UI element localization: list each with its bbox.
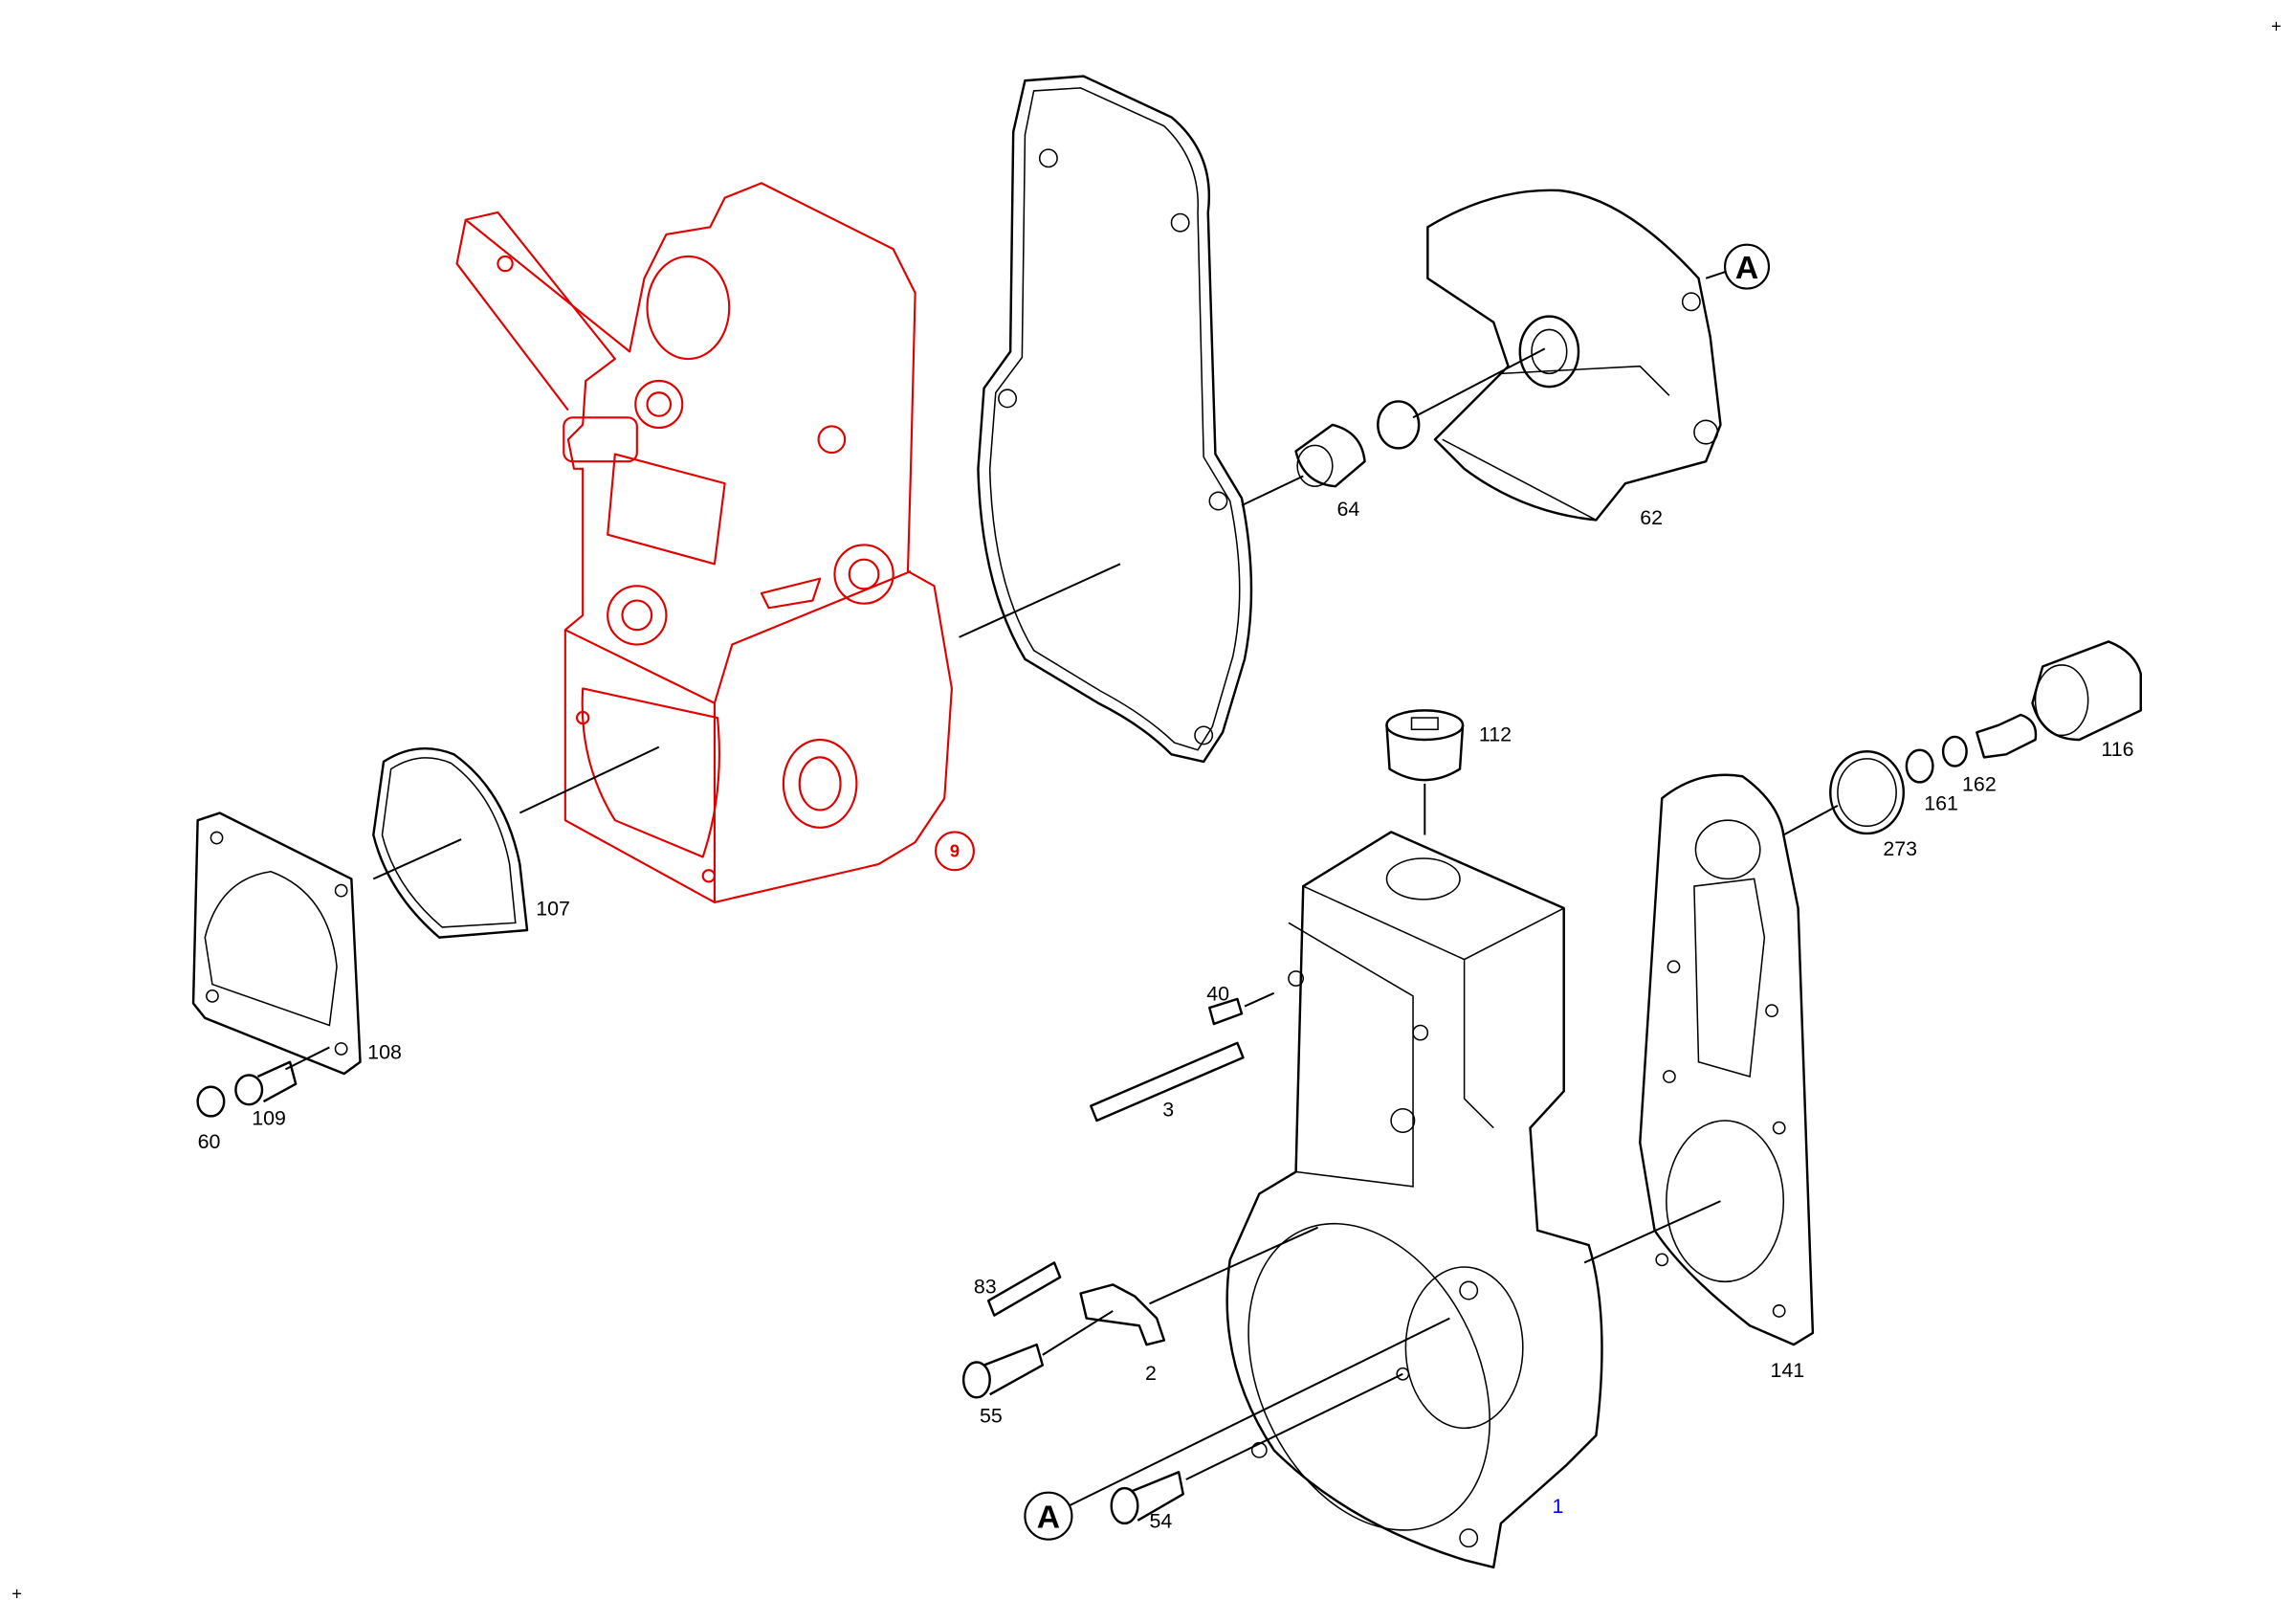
part-3-threaded-rod[interactable]: [1090, 1041, 1245, 1123]
label-9[interactable]: 9: [950, 840, 960, 860]
label-162[interactable]: 162: [1962, 773, 1997, 796]
part-108-cover[interactable]: [191, 812, 362, 1076]
part-141-gasket[interactable]: [1639, 773, 1815, 1346]
part-109-screw[interactable]: [234, 1060, 298, 1106]
label-60[interactable]: 60: [198, 1130, 221, 1153]
part-54-screw[interactable]: [1110, 1471, 1184, 1525]
part-2-bracket[interactable]: [1079, 1283, 1166, 1346]
part-116-cap[interactable]: [2031, 640, 2142, 742]
part-40-pin[interactable]: [1208, 997, 1244, 1026]
part-162-washer[interactable]: [1941, 735, 1968, 767]
reference-a-bottom-label[interactable]: A: [1037, 1500, 1060, 1535]
reference-a-top[interactable]: [1723, 243, 1771, 290]
label-141[interactable]: 141: [1771, 1359, 1805, 1382]
label-112[interactable]: 112: [1479, 723, 1512, 746]
part-60-ring[interactable]: [196, 1085, 226, 1118]
reference-a-bottom[interactable]: [1024, 1491, 1073, 1541]
gasket-large-top[interactable]: [977, 75, 1253, 764]
label-108[interactable]: 108: [367, 1041, 402, 1064]
part-161-washer[interactable]: [1905, 748, 1934, 784]
label-1[interactable]: 1: [1552, 1495, 1563, 1518]
label-83[interactable]: 83: [974, 1276, 997, 1299]
corner-mark-bottom-left: +: [11, 1583, 22, 1603]
label-55[interactable]: 55: [980, 1404, 1003, 1427]
corner-mark-top-right: +: [2271, 16, 2282, 36]
selected-part-marker[interactable]: [934, 831, 975, 872]
part-112-plug[interactable]: [1385, 709, 1465, 782]
part-55-screw[interactable]: [961, 1343, 1045, 1399]
label-54[interactable]: 54: [1150, 1509, 1173, 1532]
part-1-housing[interactable]: [1202, 831, 1603, 1569]
reference-a-top-label[interactable]: A: [1735, 251, 1758, 286]
valve-screw[interactable]: [1976, 713, 2038, 759]
part-64-nut[interactable]: [1294, 423, 1366, 488]
label-161[interactable]: 161: [1924, 791, 1958, 814]
part-62-bracket[interactable]: [1426, 189, 1722, 522]
part-83-spring[interactable]: [986, 1261, 1062, 1317]
part-107-gasket[interactable]: [372, 747, 529, 939]
label-273[interactable]: 273: [1883, 837, 1917, 860]
label-2[interactable]: 2: [1145, 1362, 1157, 1385]
part-9-housing[interactable]: [455, 182, 953, 903]
label-62[interactable]: 62: [1640, 506, 1663, 529]
label-109[interactable]: 109: [252, 1107, 286, 1130]
label-107[interactable]: 107: [536, 898, 570, 921]
label-40[interactable]: 40: [1206, 982, 1229, 1005]
label-3[interactable]: 3: [1162, 1098, 1174, 1121]
washer-part[interactable]: [1377, 400, 1421, 450]
label-116[interactable]: 116: [2101, 738, 2133, 761]
part-273-ring[interactable]: [1829, 750, 1906, 835]
label-64[interactable]: 64: [1336, 498, 1359, 521]
